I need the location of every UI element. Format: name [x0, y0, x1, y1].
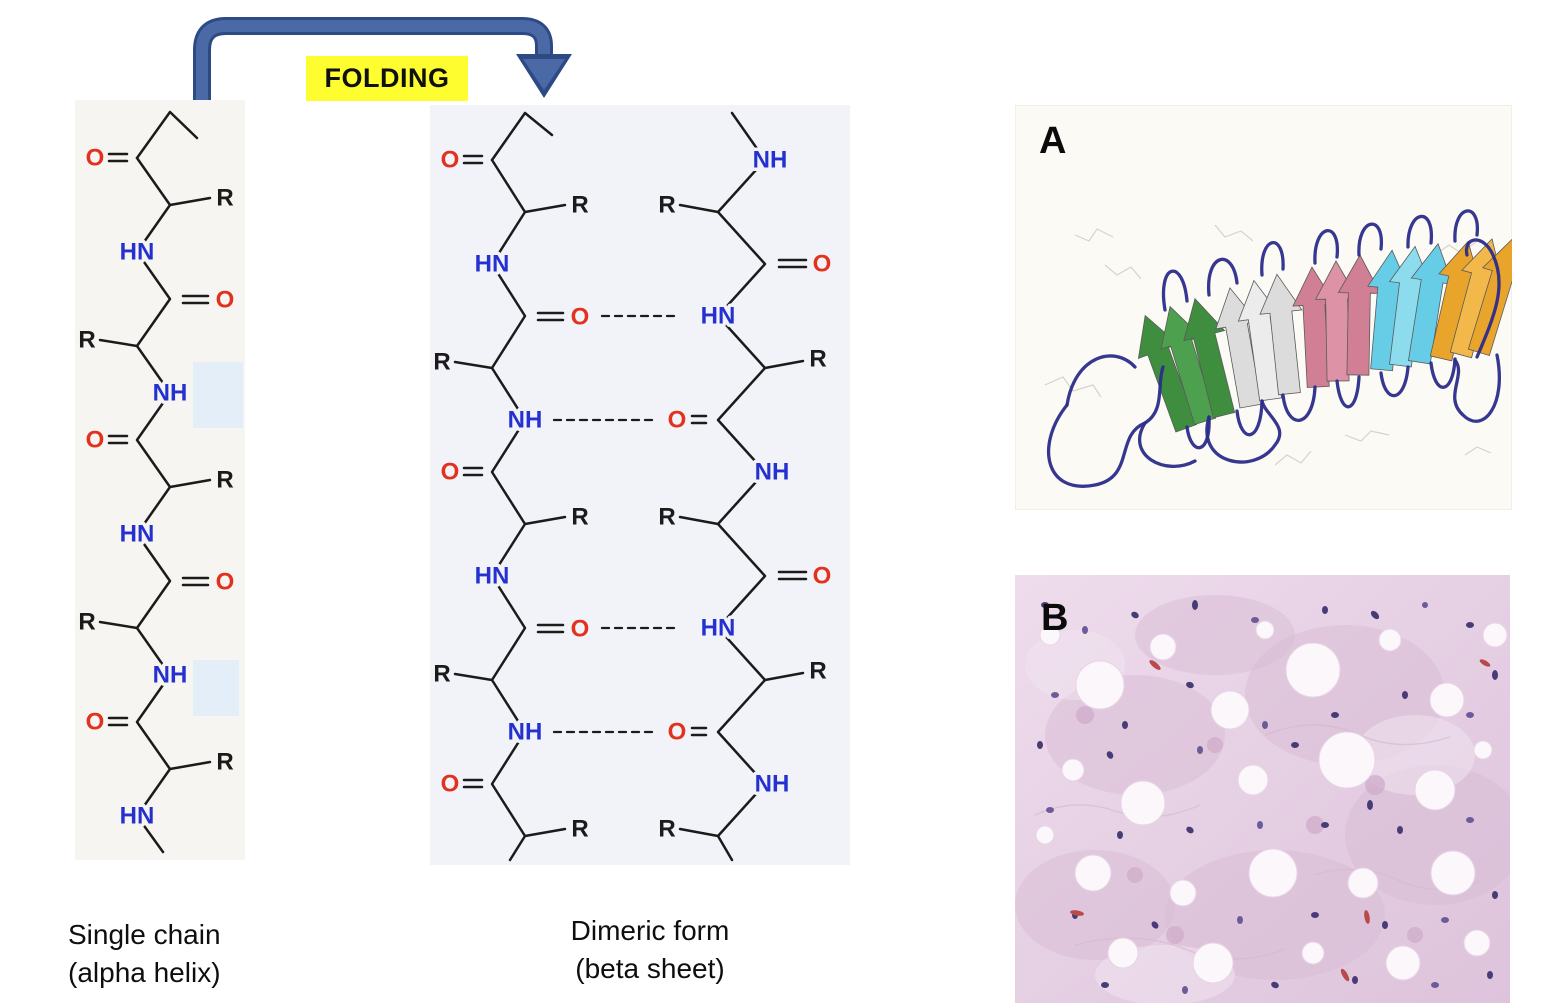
- sidechain-label: R: [658, 816, 675, 843]
- amide-label: HN: [120, 803, 155, 830]
- panel-b-histology: B: [1015, 575, 1525, 1005]
- amide-label: HN: [701, 615, 736, 642]
- sidechain-label: R: [433, 349, 450, 376]
- hydrogen-bond-dashes: [552, 314, 682, 734]
- folding-arrow-svg: [193, 17, 572, 102]
- panel-b-label: B: [1041, 597, 1068, 639]
- single-chain-bonds: [98, 110, 212, 854]
- oxygen-label: O: [86, 427, 105, 454]
- dimer-right-chain-bonds: [678, 111, 808, 862]
- caption-dimer-line2: (beta sheet): [575, 953, 725, 984]
- amide-label: NH: [508, 719, 543, 746]
- amide-label: NH: [755, 459, 790, 486]
- dimeric-svg: O R HN O R NH O R HN O R NH O R NH R O H…: [430, 105, 850, 865]
- oxygen-label: O: [441, 147, 460, 174]
- single-chain-background: [75, 100, 245, 860]
- sidechain-label: R: [809, 346, 826, 373]
- sidechain-label: R: [78, 609, 95, 636]
- caption-dimeric-form: Dimeric form (beta sheet): [520, 912, 780, 988]
- sidechain-label: R: [216, 185, 233, 212]
- oxygen-label: O: [813, 563, 832, 590]
- sidechain-label: R: [216, 749, 233, 776]
- single-chain-atom-labels: O R HN O R NH O R HN O R NH O R HN: [75, 141, 238, 833]
- sidechain-label: R: [216, 467, 233, 494]
- sidechain-label: R: [78, 327, 95, 354]
- sidechain-label: R: [433, 661, 450, 688]
- oxygen-label: O: [441, 771, 460, 798]
- oxygen-label: O: [86, 145, 105, 172]
- loop-ribbons: [1046, 209, 1501, 488]
- panel-a-ribbon-diagram: A: [1014, 104, 1535, 511]
- oxygen-label: O: [216, 287, 235, 314]
- red-blood-cells: [1070, 659, 1491, 982]
- oxygen-label: O: [441, 459, 460, 486]
- sidechain-label: R: [809, 658, 826, 685]
- caption-single-chain: Single chain (alpha helix): [68, 916, 298, 992]
- single-chain-structure: O R HN O R NH O R HN O R NH O R HN: [75, 100, 245, 860]
- oxygen-label: O: [86, 709, 105, 736]
- sidechain-label: R: [658, 192, 675, 219]
- cell-nuclei: [1037, 600, 1498, 994]
- folding-label: FOLDING: [306, 56, 468, 101]
- dimer-right-atom-labels: NH R O HN R O NH R O HN R O NH R: [655, 143, 835, 846]
- amide-label: NH: [153, 380, 188, 407]
- amide-label: NH: [753, 147, 788, 174]
- sidechain-label: R: [571, 192, 588, 219]
- oxygen-label: O: [216, 569, 235, 596]
- highlight-box: [193, 362, 243, 428]
- folding-label-text: FOLDING: [324, 63, 450, 93]
- amide-label: HN: [475, 251, 510, 278]
- dimeric-structure: O R HN O R NH O R HN O R NH O R NH R O H…: [430, 105, 850, 865]
- single-chain-svg: O R HN O R NH O R HN O R NH O R HN: [75, 100, 245, 860]
- panel-a-svg: A: [1014, 104, 1535, 511]
- amide-label: HN: [475, 563, 510, 590]
- sidechain-label: R: [571, 816, 588, 843]
- dimer-left-chain-bonds: [453, 111, 567, 862]
- oxygen-label: O: [571, 616, 590, 643]
- oxygen-label: O: [571, 304, 590, 331]
- caption-dimer-line1: Dimeric form: [570, 915, 730, 946]
- oxygen-label: O: [668, 719, 687, 746]
- panel-a-label: A: [1039, 120, 1066, 162]
- amide-label: HN: [701, 303, 736, 330]
- amide-label: HN: [120, 239, 155, 266]
- caption-single-line1: Single chain: [68, 919, 221, 950]
- amide-label: NH: [153, 662, 188, 689]
- amide-label: NH: [508, 407, 543, 434]
- sidechain-label: R: [658, 504, 675, 531]
- caption-single-line2: (alpha helix): [68, 957, 221, 988]
- oxygen-label: O: [813, 251, 832, 278]
- amide-label: HN: [120, 521, 155, 548]
- highlight-box: [193, 660, 239, 716]
- folding-arrow: [192, 12, 592, 107]
- panel-b-svg: B: [1015, 575, 1525, 1005]
- amide-label: NH: [755, 771, 790, 798]
- sidechain-label: R: [571, 504, 588, 531]
- dimer-left-atom-labels: O R HN O R NH O R HN O R NH O R: [430, 143, 593, 846]
- spongiform-vacuoles: [1035, 620, 1508, 984]
- oxygen-label: O: [668, 407, 687, 434]
